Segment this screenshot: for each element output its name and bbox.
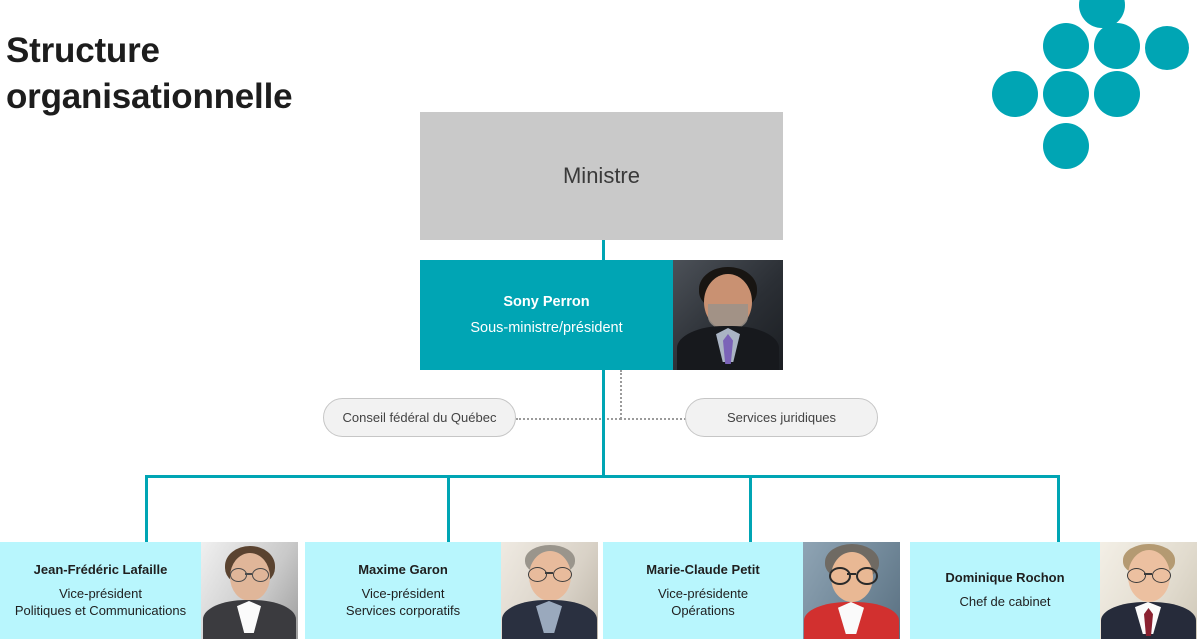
node-dominique-rochon-role-line-1: Chef de cabinet <box>959 594 1051 610</box>
dominique-rochon-photo <box>1100 542 1197 639</box>
node-jean-frederic-lafaille-role-line-2: Politiques et Communications <box>14 602 187 618</box>
logo-dot-2 <box>1043 23 1089 69</box>
teal-dots-logo <box>975 0 1197 177</box>
node-ministre-label: Ministre <box>562 163 640 188</box>
node-sony-perron[interactable]: Sony Perron Sous-ministre/président <box>420 260 783 370</box>
connector-dotted-to-services-juridiques <box>620 418 686 420</box>
node-jean-frederic-lafaille-name: Jean-Frédéric Lafaille <box>33 561 168 577</box>
node-maxime-garon-role-line-1: Vice-président <box>361 585 445 601</box>
logo-dot-7 <box>1094 71 1140 117</box>
connector-drop-2 <box>447 475 450 542</box>
connector-drop-1 <box>145 475 148 542</box>
node-jean-frederic-lafaille-text: Jean-Frédéric Lafaille Vice-président Po… <box>0 542 201 639</box>
node-maxime-garon[interactable]: Maxime Garon Vice-président Services cor… <box>305 542 598 639</box>
marie-claude-petit-photo <box>803 542 900 639</box>
node-marie-claude-petit-role-line-1: Vice-présidente <box>657 585 749 601</box>
node-jean-frederic-lafaille[interactable]: Jean-Frédéric Lafaille Vice-président Po… <box>0 542 298 639</box>
node-services-juridiques-label: Services juridiques <box>726 410 837 425</box>
connector-executive-dotted-stub <box>620 370 622 419</box>
connector-ministre-to-executive <box>602 240 605 261</box>
page-title-line-2: organisationnelle <box>6 76 293 116</box>
page-title-line-1: Structure <box>6 31 160 70</box>
node-marie-claude-petit-name: Marie-Claude Petit <box>646 561 760 577</box>
logo-dot-3 <box>1094 23 1140 69</box>
sony-perron-photo <box>673 260 783 370</box>
node-dominique-rochon-text: Dominique Rochon Chef de cabinet <box>910 542 1100 639</box>
page-title: Structure organisationnelle <box>6 28 426 119</box>
node-sony-perron-name: Sony Perron <box>503 294 590 310</box>
node-dominique-rochon-name: Dominique Rochon <box>945 570 1065 586</box>
jean-frederic-lafaille-photo <box>201 542 298 639</box>
node-marie-claude-petit-text: Marie-Claude Petit Vice-présidente Opéra… <box>603 542 803 639</box>
node-sony-perron-text: Sony Perron Sous-ministre/président <box>420 260 673 370</box>
maxime-garon-photo <box>501 542 598 639</box>
connector-dotted-to-conseil-federal <box>516 418 621 420</box>
connector-drop-3 <box>749 475 752 542</box>
node-conseil-federal-du-quebec[interactable]: Conseil fédéral du Québec <box>323 398 516 437</box>
logo-dot-5 <box>992 71 1038 117</box>
node-maxime-garon-text: Maxime Garon Vice-président Services cor… <box>305 542 501 639</box>
logo-dot-8 <box>1043 123 1089 169</box>
node-maxime-garon-role-line-2: Services corporatifs <box>345 602 461 618</box>
connector-drop-4 <box>1057 475 1060 542</box>
connector-branch-bar <box>145 475 1060 478</box>
node-sony-perron-role: Sous-ministre/président <box>470 320 623 336</box>
connector-executive-trunk <box>602 370 605 478</box>
node-conseil-federal-label: Conseil fédéral du Québec <box>342 410 497 425</box>
node-maxime-garon-name: Maxime Garon <box>358 561 448 577</box>
logo-dot-6 <box>1043 71 1089 117</box>
logo-dot-4 <box>1145 26 1189 70</box>
node-dominique-rochon[interactable]: Dominique Rochon Chef de cabinet <box>910 542 1197 639</box>
node-ministre[interactable]: Ministre <box>420 112 783 240</box>
node-marie-claude-petit-role-line-2: Opérations <box>671 602 735 618</box>
node-services-juridiques[interactable]: Services juridiques <box>685 398 878 437</box>
node-marie-claude-petit[interactable]: Marie-Claude Petit Vice-présidente Opéra… <box>603 542 900 639</box>
node-jean-frederic-lafaille-role-line-1: Vice-président <box>59 585 142 601</box>
